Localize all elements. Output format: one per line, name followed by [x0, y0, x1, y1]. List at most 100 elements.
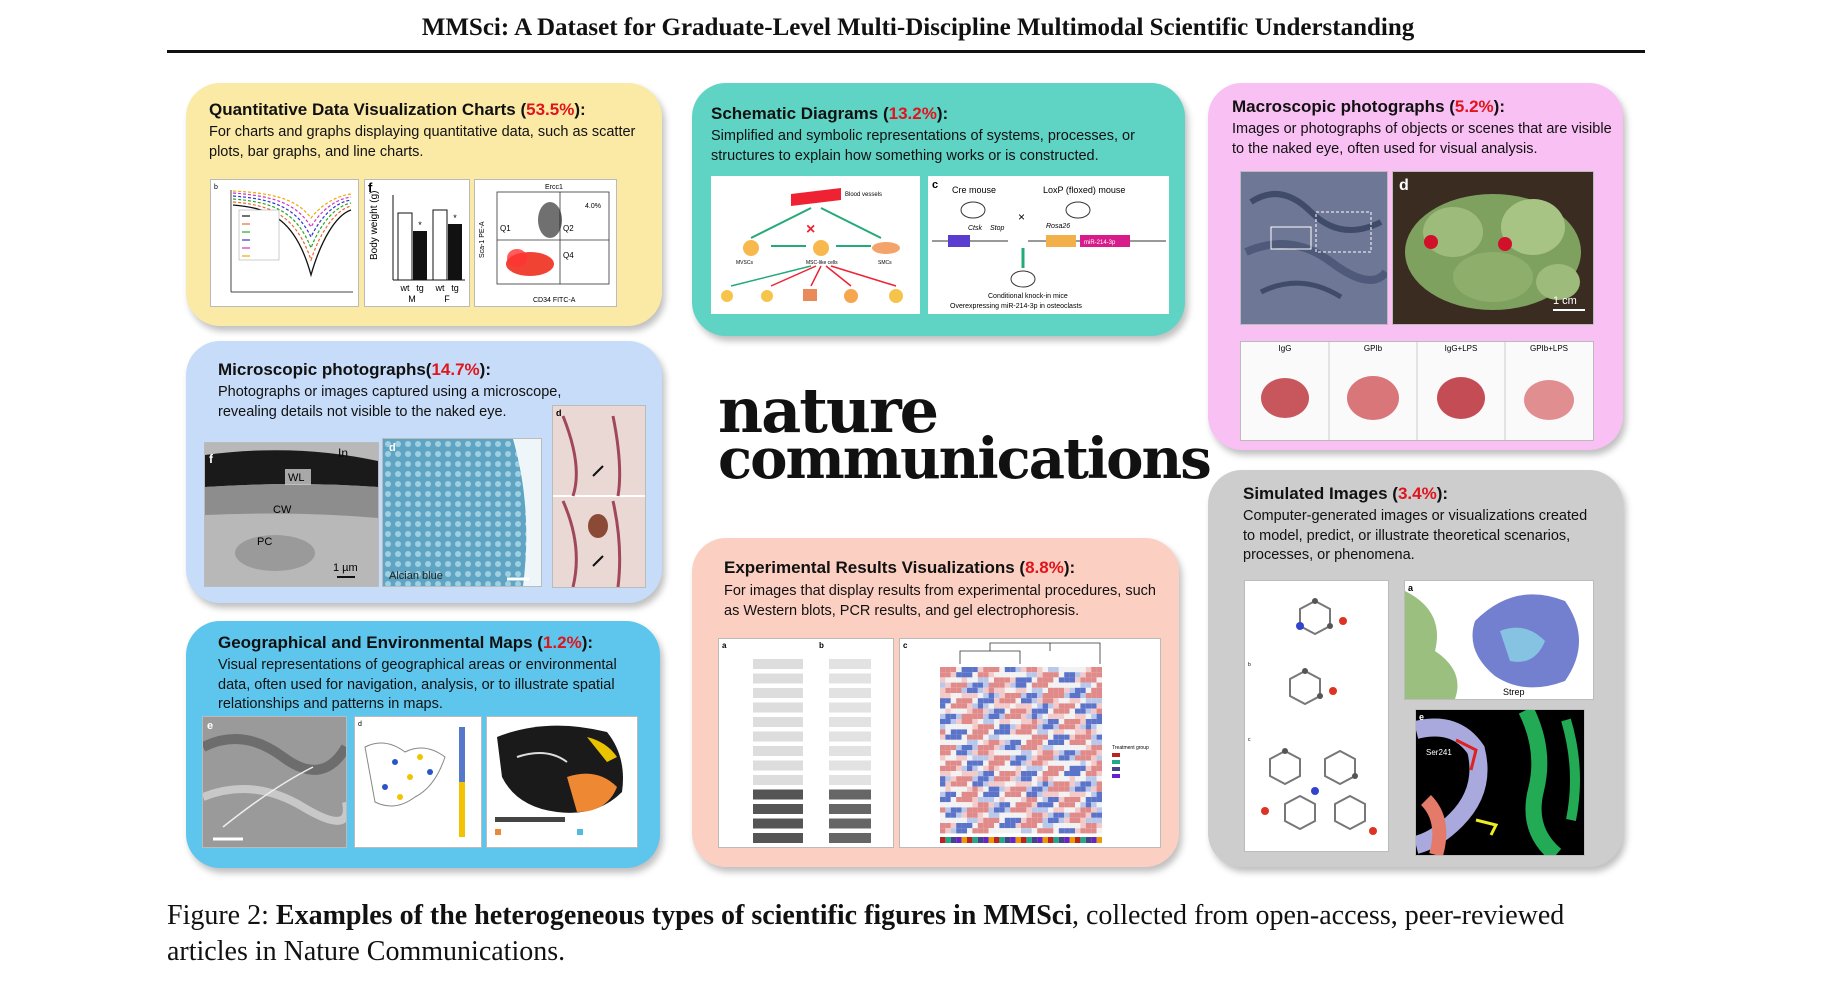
- heatmap-cell: [1042, 724, 1048, 730]
- heatmap-cell: [1015, 781, 1021, 787]
- thumb-bar-chart: f Body weight (g) * * wt tg wt tg M F: [364, 179, 470, 307]
- heatmap-cell: [1064, 812, 1070, 818]
- heatmap-cell: [1010, 703, 1016, 709]
- thumb-molecule-renderings: b c: [1244, 580, 1389, 852]
- svg-text:×: ×: [1018, 210, 1025, 224]
- heatmap-cell: [1069, 734, 1075, 740]
- thumb-flow-cytometry: Ercc1 Q1 Q2 Q4 4.0% CD34 FITC-A Sca-1 PE…: [474, 179, 617, 307]
- heatmap-cell: [1042, 823, 1048, 829]
- heatmap-cell: [1015, 745, 1021, 751]
- heatmap-cell: [983, 687, 989, 693]
- heatmap-cell: [994, 729, 1000, 735]
- heatmap-cell: [1096, 828, 1102, 834]
- heatmap-cell: [961, 802, 967, 808]
- heatmap-group-bar: [945, 837, 951, 843]
- heatmap-cell: [1058, 667, 1065, 673]
- heatmap-cell: [972, 682, 978, 688]
- heatmap-cell: [994, 812, 1000, 818]
- heatmap-cell: [1053, 828, 1059, 834]
- heatmap-cell: [1037, 807, 1043, 813]
- heatmap-cell: [983, 817, 989, 823]
- heatmap-cell: [1080, 724, 1086, 730]
- heatmap-cell: [988, 776, 994, 782]
- heatmap-cell: [1015, 672, 1021, 678]
- heatmap-cell: [1015, 734, 1021, 740]
- nature-communications-logo: nature: [718, 374, 939, 447]
- heatmap-cell: [1091, 708, 1097, 714]
- heatmap-cell: [940, 786, 946, 792]
- heatmap-cell: [1064, 765, 1070, 771]
- heatmap-cell: [1015, 719, 1021, 725]
- header-rule: [167, 50, 1645, 53]
- heatmap-cell: [1085, 828, 1092, 834]
- heatmap-cell: [1096, 734, 1102, 740]
- heatmap-cell: [1048, 828, 1054, 834]
- heatmap-cell: [1069, 828, 1075, 834]
- heatmap-cell: [1075, 781, 1081, 787]
- heatmap-cell: [967, 802, 973, 808]
- heatmap-cell: [1096, 724, 1102, 730]
- heatmap-cell: [1031, 739, 1038, 745]
- heatmap-cell: [988, 734, 994, 740]
- heatmap-cell: [1048, 791, 1054, 797]
- heatmap-cell: [1085, 812, 1092, 818]
- heatmap-cell: [1048, 682, 1054, 688]
- heatmap-cell: [950, 760, 957, 766]
- heatmap-cell: [1026, 812, 1032, 818]
- heatmap-cell: [1037, 760, 1043, 766]
- svg-text:Ercc1: Ercc1: [545, 184, 563, 191]
- heatmap-cell: [1042, 771, 1048, 777]
- heatmap-cell: [1037, 739, 1043, 745]
- blot-band: [829, 673, 871, 684]
- heatmap-cell: [1026, 745, 1032, 751]
- svg-text:MVSCs: MVSCs: [736, 260, 753, 266]
- heatmap-cell: [1053, 724, 1059, 730]
- blot-band: [829, 659, 871, 669]
- heatmap-cell: [1031, 682, 1038, 688]
- heatmap-cell: [1037, 797, 1043, 803]
- heatmap-group-bar: [1091, 837, 1097, 843]
- heatmap-cell: [1021, 677, 1027, 683]
- heatmap-cell: [983, 776, 989, 782]
- heatmap-cell: [1058, 687, 1065, 693]
- heatmap-cell: [1091, 760, 1097, 766]
- heatmap-cell: [950, 734, 957, 740]
- heatmap-cell: [1048, 739, 1054, 745]
- heatmap-cell: [972, 786, 978, 792]
- heatmap-cell: [1096, 797, 1102, 803]
- svg-text:4.0%: 4.0%: [585, 203, 601, 210]
- heatmap-cell: [988, 797, 994, 803]
- heatmap-cell: [1096, 682, 1102, 688]
- heatmap-cell: [1085, 802, 1092, 808]
- heatmap-cell: [950, 791, 957, 797]
- heatmap-cell: [1026, 693, 1032, 699]
- heatmap-cell: [956, 703, 962, 709]
- heatmap-cell: [972, 771, 978, 777]
- heatmap-cell: [945, 703, 951, 709]
- heatmap-cell: [1080, 719, 1086, 725]
- heatmap-cell: [1021, 672, 1027, 678]
- heatmap-cell: [1053, 812, 1059, 818]
- heatmap-cell: [988, 807, 994, 813]
- heatmap-cell: [977, 797, 984, 803]
- heatmap-cell: [1096, 745, 1102, 751]
- heatmap-cell: [983, 802, 989, 808]
- blot-band: [753, 760, 803, 771]
- svg-text:Q2: Q2: [563, 224, 574, 233]
- heatmap-cell: [950, 724, 957, 730]
- heatmap-cell: [977, 755, 984, 761]
- heatmap-cell: [994, 771, 1000, 777]
- heatmap-cell: [994, 708, 1000, 714]
- heatmap-cell: [1042, 672, 1048, 678]
- heatmap-cell: [1058, 812, 1065, 818]
- heatmap-cell: [945, 745, 951, 751]
- blot-band: [753, 717, 803, 727]
- heatmap-cell: [1021, 682, 1027, 688]
- heatmap-cell: [1064, 823, 1070, 829]
- svg-text:CW: CW: [273, 504, 292, 516]
- heatmap-cell: [1064, 734, 1070, 740]
- heatmap-cell: [1010, 682, 1016, 688]
- heatmap-cell: [1080, 698, 1086, 704]
- heatmap-cell: [1048, 734, 1054, 740]
- heatmap-cell: [977, 672, 984, 678]
